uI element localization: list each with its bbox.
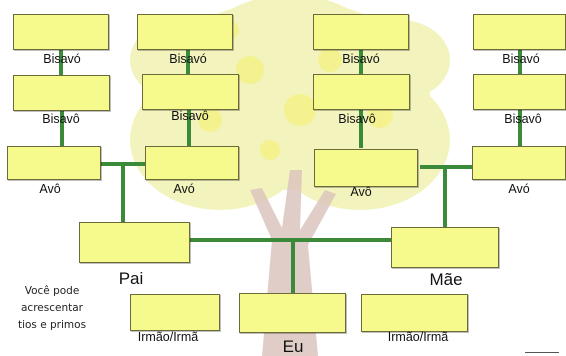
label-irmao-1: Irmão/Irmã: [137, 330, 199, 344]
label-bisavo-3: Bisavó: [342, 52, 380, 66]
box-avo-materna[interactable]: [472, 146, 566, 180]
connector-bisavo8: [518, 110, 522, 148]
box-bisavo-2[interactable]: [137, 14, 233, 50]
box-pai[interactable]: [79, 222, 190, 263]
label-bisavo-4: Bisavó: [502, 52, 540, 66]
label-avo-materna: Avó: [508, 182, 530, 196]
box-avo-paterno[interactable]: [7, 146, 101, 180]
connector-bisavo7: [518, 50, 522, 76]
box-irmao-1[interactable]: [130, 294, 220, 331]
connector-bisavo5: [359, 50, 363, 76]
box-bisavo-8[interactable]: [473, 74, 566, 110]
label-avo-paterno: Avô: [39, 182, 61, 196]
connector-bisavo2: [60, 111, 64, 148]
box-bisavo-3[interactable]: [313, 14, 409, 50]
label-bisavo-2: Bisavó: [169, 52, 207, 66]
box-bisavo-6[interactable]: [142, 74, 239, 110]
connector-bisavo1: [59, 50, 63, 76]
label-eu: Eu: [282, 337, 304, 356]
label-bisavo-7: Bisavô: [338, 112, 376, 126]
box-mae[interactable]: [391, 227, 499, 268]
label-bisavo-1: Bisavó: [43, 52, 81, 66]
connector-bisavo6: [359, 110, 363, 148]
connector-bisavo3: [186, 50, 190, 76]
connector-eu: [291, 240, 295, 293]
connector-maternal-down: [443, 165, 447, 229]
box-avo-paterna[interactable]: [145, 146, 239, 180]
connector-paternal-down: [121, 162, 125, 224]
box-avo-materno[interactable]: [314, 149, 418, 187]
connector-bisavo4: [187, 110, 191, 148]
label-bisavo-8: Bisavô: [504, 112, 542, 126]
side-note: Você pode acrescentar tios e primos: [10, 283, 94, 334]
box-eu[interactable]: [239, 293, 346, 333]
box-bisavo-5[interactable]: [13, 75, 110, 111]
label-pai: Pai: [118, 269, 144, 288]
label-avo-materno: Avô: [350, 185, 372, 199]
label-irmao-2: Irmão/Irmã: [387, 330, 449, 344]
label-bisavo-5: Bisavô: [42, 112, 80, 126]
corner-mark: [525, 352, 559, 353]
box-irmao-2[interactable]: [361, 294, 468, 332]
label-avo-paterna: Avó: [173, 182, 195, 196]
side-note-line-2: acrescentar: [21, 302, 83, 314]
label-bisavo-6: Bisavô: [171, 109, 209, 123]
box-bisavo-4[interactable]: [473, 14, 566, 50]
side-note-line-1: Você pode: [24, 285, 80, 297]
side-note-line-3: tios e primos: [17, 319, 87, 331]
label-mae: Mãe: [429, 270, 463, 289]
box-bisavo-7[interactable]: [313, 74, 410, 110]
box-bisavo-1[interactable]: [13, 14, 109, 50]
